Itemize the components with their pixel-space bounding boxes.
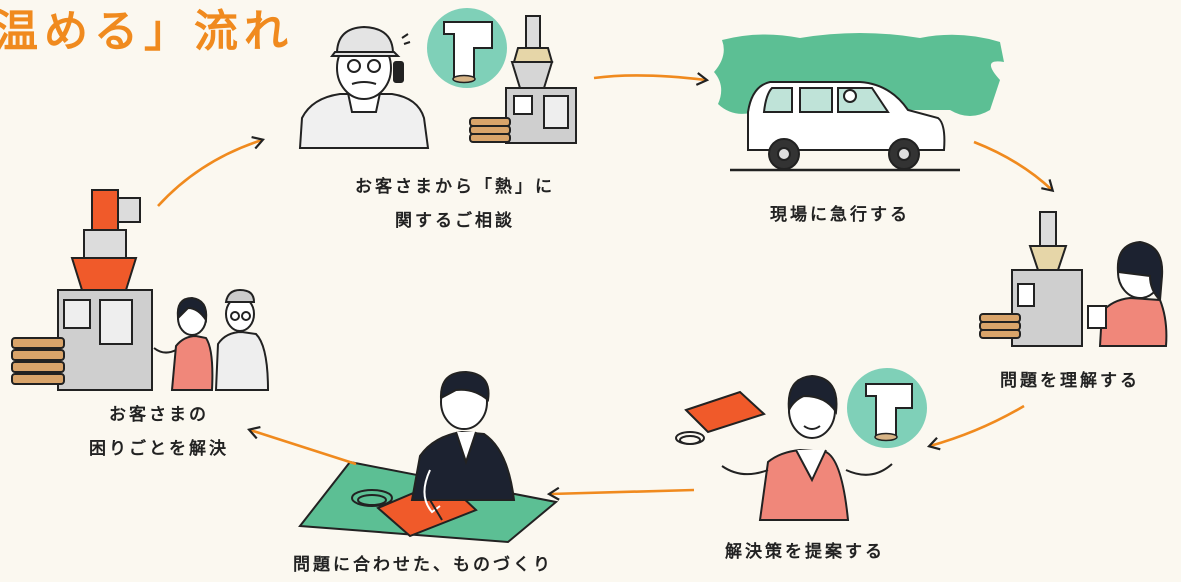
step1-caption: お客さまから「熱」に 関するご相談 [300, 170, 610, 238]
step6-illustration [11, 189, 270, 391]
woman-taking-notes-icon [1087, 240, 1168, 347]
powder-chute-icon [847, 368, 927, 448]
worker-on-phone-icon [298, 25, 430, 149]
step2-caption-line1: 現場に急行する [770, 205, 910, 225]
step1-caption-line1: お客さまから「熱」に [355, 177, 555, 197]
factory-machine-icon [979, 211, 1083, 347]
step1-caption-line2: 関するご相談 [395, 211, 515, 231]
factory-machine-icon [469, 15, 577, 144]
step2-caption: 現場に急行する [700, 198, 980, 232]
step3-caption-line1: 問題を理解する [1000, 371, 1140, 391]
step4-illustration [675, 368, 927, 521]
man-drafting-icon [410, 370, 516, 521]
client-worker-icon [214, 288, 270, 391]
machine-with-heater-icon [11, 189, 153, 391]
step6-caption-line1: お客さまの [109, 405, 209, 425]
step5-caption: 問題に合わせた、ものづくり [238, 548, 608, 582]
step5-illustration [298, 370, 559, 544]
powder-chute-icon [427, 8, 507, 88]
car-icon [730, 81, 960, 172]
step6-caption: お客さまの 困りごとを解決 [56, 398, 262, 466]
step6-caption-line2: 困りごとを解決 [89, 439, 229, 459]
step4-caption-line1: 解決策を提案する [725, 542, 885, 562]
step4-caption: 解決策を提案する [670, 535, 940, 569]
presentation-sheet-icon [675, 390, 766, 445]
saleswoman-icon [153, 296, 214, 391]
step5-caption-line1: 問題に合わせた、ものづくり [293, 555, 553, 575]
flow-arrow-icon [157, 72, 1055, 501]
step1-illustration [298, 8, 577, 149]
step2-illustration [714, 33, 1004, 172]
page-title: 温める」流れ [0, 6, 294, 57]
step3-illustration [979, 211, 1168, 347]
woman-presenting-icon [721, 374, 893, 521]
step3-caption: 問題を理解する [960, 364, 1180, 398]
